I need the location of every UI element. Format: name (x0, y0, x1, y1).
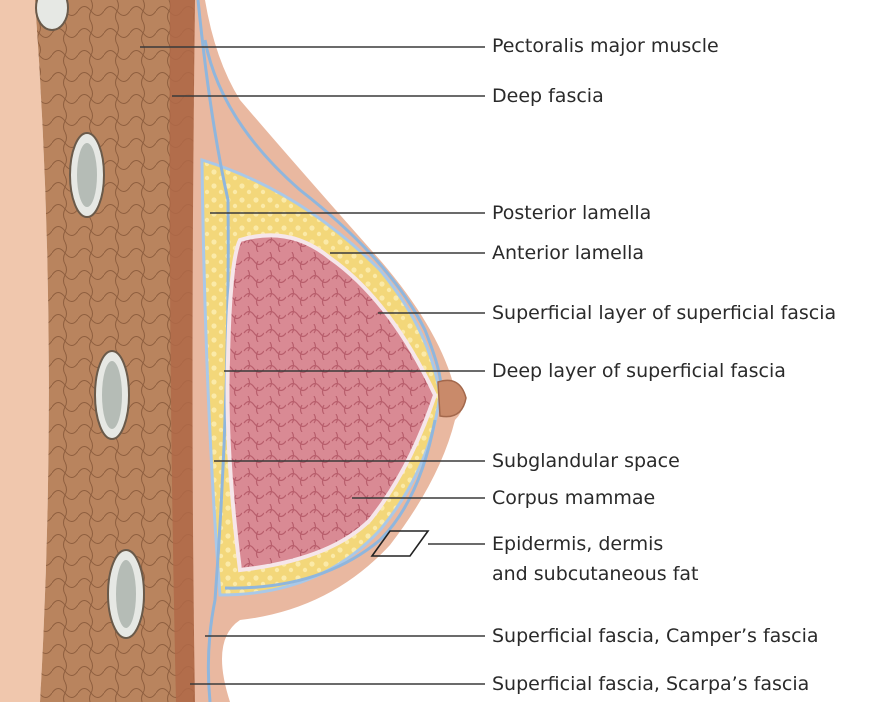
label-anterior-lamella: Anterior lamella (492, 242, 644, 264)
label-superficial-layer: Superficial layer of superficial fascia (492, 302, 836, 324)
label-deep-layer: Deep layer of superficial fascia (492, 360, 786, 382)
label-epidermis-line2: and subcutaneous fat (492, 563, 699, 585)
label-deep-fascia: Deep fascia (492, 85, 604, 107)
label-posterior-lamella: Posterior lamella (492, 202, 651, 224)
label-subglandular-space: Subglandular space (492, 450, 680, 472)
label-pectoralis-major: Pectoralis major muscle (492, 35, 719, 57)
label-corpus-mammae: Corpus mammae (492, 487, 655, 509)
label-campers-fascia: Superficial fascia, Camper’s fascia (492, 625, 819, 647)
label-scarpas-fascia: Superficial fascia, Scarpa’s fascia (492, 673, 809, 695)
label-epidermis-line1: Epidermis, dermis (492, 533, 663, 555)
nipple (438, 380, 466, 416)
chest-wall (0, 0, 200, 702)
